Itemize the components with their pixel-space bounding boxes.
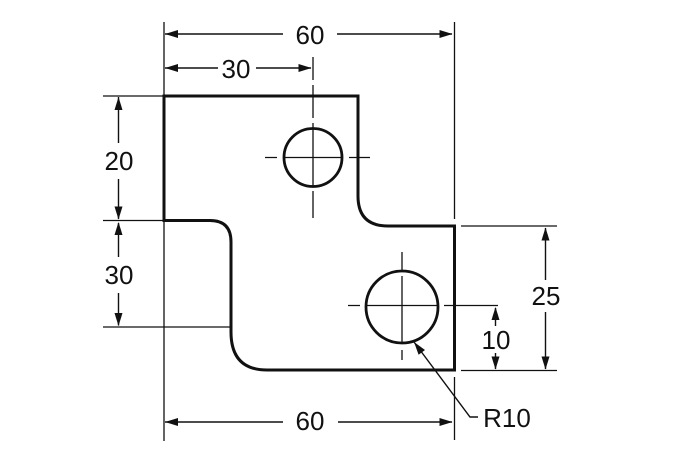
dimension-label: 60 bbox=[296, 406, 325, 436]
dimension-right-height: 25 bbox=[532, 227, 561, 370]
dimension-top-width: 60 bbox=[165, 20, 453, 50]
radius-callout: R10 bbox=[413, 341, 531, 433]
arrowhead-left bbox=[165, 418, 178, 426]
dimension-left-upper-height: 20 bbox=[105, 97, 134, 220]
dimension-bottom-width: 60 bbox=[165, 406, 453, 436]
leader-line bbox=[413, 341, 478, 418]
dimension-label: 25 bbox=[532, 281, 561, 311]
arrowhead-down bbox=[114, 206, 123, 220]
arrowhead-right bbox=[439, 30, 453, 38]
dimension-label: 20 bbox=[105, 146, 134, 176]
extension-lines bbox=[103, 22, 557, 441]
arrowhead-up bbox=[491, 307, 500, 320]
dimension-label: 10 bbox=[482, 325, 511, 355]
dimension-top-hole-offset: 30 bbox=[165, 54, 312, 84]
arrowhead-up bbox=[541, 227, 550, 241]
dimension-label: 60 bbox=[296, 20, 325, 50]
arrowhead-down bbox=[541, 356, 550, 370]
arrowhead-down bbox=[114, 313, 123, 326]
arrowhead-left bbox=[165, 64, 178, 72]
arrowhead-right bbox=[439, 418, 453, 426]
part-outline bbox=[162, 94, 456, 372]
dimension-label: 30 bbox=[222, 54, 251, 84]
dimension-right-hole-offset: 10 bbox=[482, 307, 511, 370]
arrowhead-right bbox=[298, 64, 312, 72]
arrowhead-down bbox=[491, 356, 500, 370]
dimension-left-lower-height: 30 bbox=[105, 222, 134, 326]
arrowhead-leader bbox=[414, 342, 425, 355]
radius-label: R10 bbox=[483, 403, 531, 433]
arrowhead-up bbox=[114, 222, 123, 235]
arrowhead-up bbox=[114, 97, 123, 110]
arrowhead-left bbox=[165, 30, 178, 38]
dimension-label: 30 bbox=[105, 260, 134, 290]
